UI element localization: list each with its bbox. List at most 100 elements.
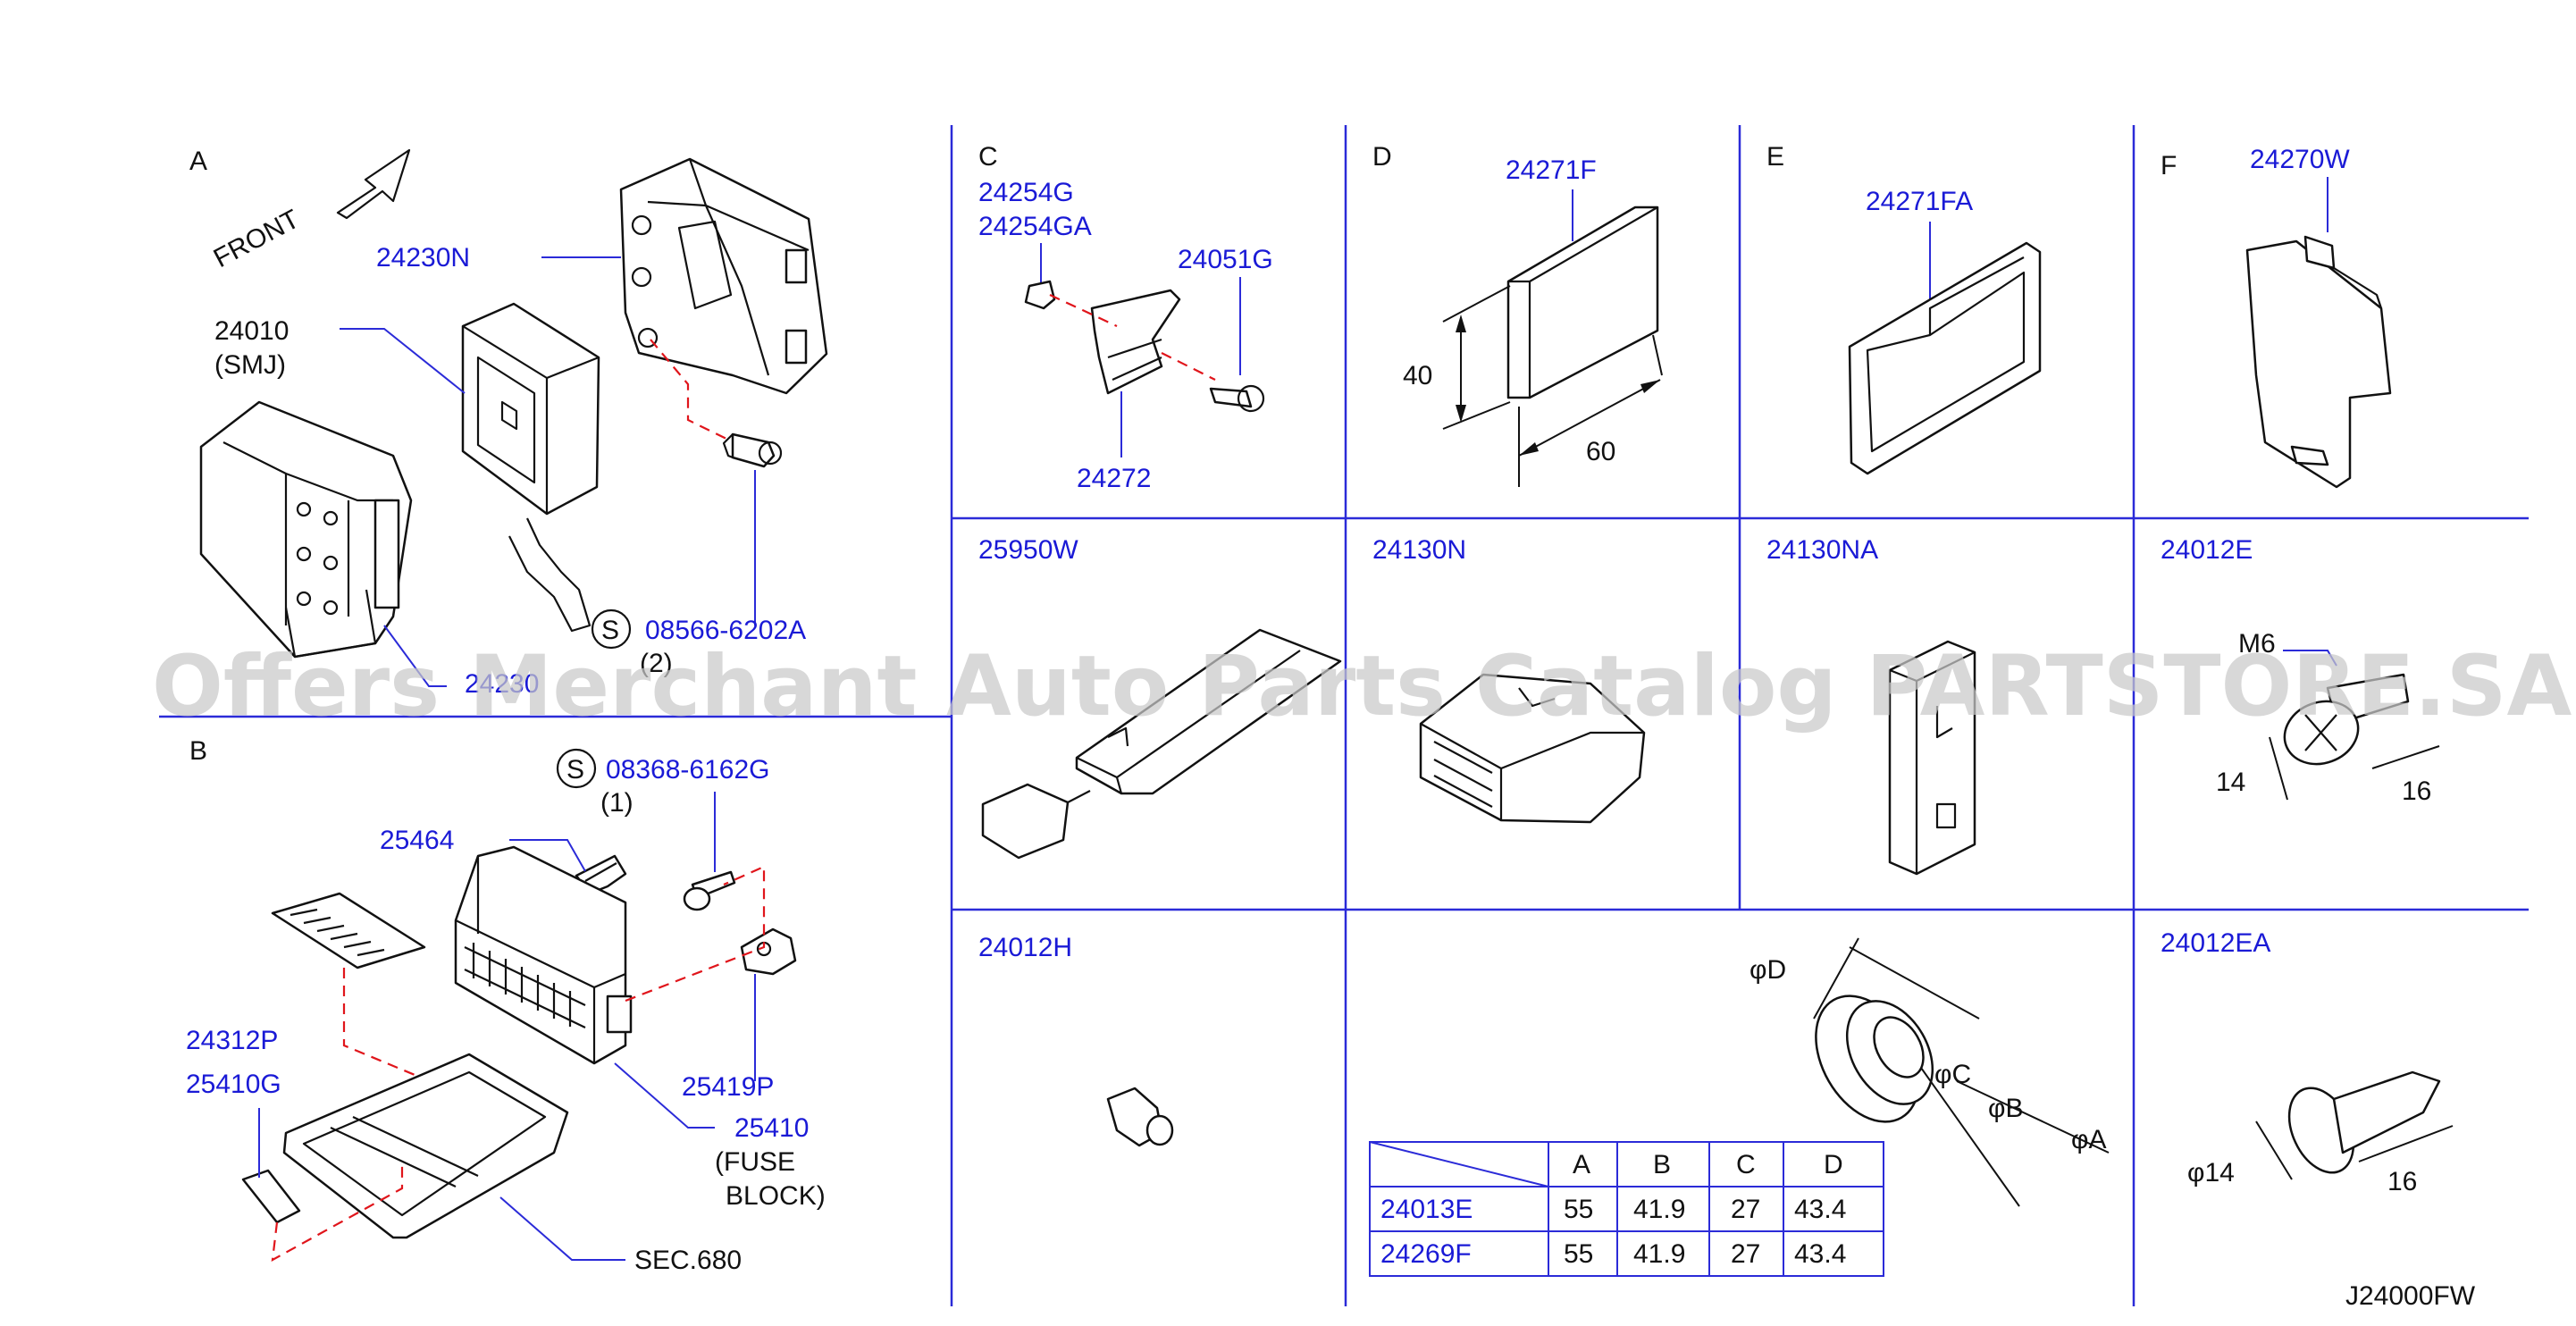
table-cell: 41.9 [1633, 1239, 1685, 1269]
phi-c-label: φC [1934, 1060, 1971, 1089]
label-24012e: 24012E [2161, 535, 2253, 565]
dim-14-label: 14 [2216, 768, 2245, 797]
s-mark-b-icon [556, 748, 597, 789]
label-25410g: 25410G [186, 1070, 281, 1099]
section-f: F 24270W [2161, 145, 2392, 489]
bolt-24051g [1209, 384, 1265, 413]
table-cell: 55 [1564, 1195, 1593, 1224]
phi14-label: φ14 [2187, 1158, 2235, 1188]
fuse-block-25410 [454, 845, 633, 1065]
label-smj: (SMJ) [214, 350, 286, 380]
phi-d-label: φD [1749, 955, 1786, 985]
section-c: C 24254G 24254GA 24051G 24272 [978, 142, 1273, 493]
phi-a-label: φA [2071, 1125, 2106, 1154]
relay-block-24312p [271, 892, 426, 969]
label-qty2: (2) [640, 649, 673, 678]
label-25419p: 25419P [682, 1072, 774, 1102]
watermark: Offers Merchant Auto Parts Catalog PARTS… [152, 638, 2572, 735]
label-24010: 24010 [214, 316, 289, 346]
label-24012h: 24012H [978, 933, 1072, 962]
dim16-label-ea: 16 [2387, 1167, 2417, 1196]
row3-grommet: φD φC φB φA [1749, 937, 2110, 1207]
bracket-assembly-a [199, 400, 413, 659]
table-cell: 27 [1731, 1195, 1760, 1224]
label-24230-partial: 24230 [465, 669, 539, 699]
label-24230n: 24230N [376, 243, 470, 273]
s-mark-icon [591, 608, 632, 650]
label-25464: 25464 [380, 826, 454, 855]
front-arrow-icon [336, 148, 411, 220]
table-cell: 43.4 [1794, 1195, 1846, 1224]
table-cell: 55 [1564, 1239, 1593, 1269]
grommet-24254g [1024, 280, 1056, 310]
label-24272: 24272 [1077, 464, 1151, 493]
section-a: A FRONT [189, 147, 828, 699]
table-row-part: 24269F [1380, 1239, 1472, 1269]
tray-sec680 [282, 1053, 569, 1239]
section-grid [159, 125, 2529, 1306]
screw-08368 [683, 870, 736, 911]
table-header-a: A [1573, 1150, 1590, 1179]
label-08368: 08368-6162G [606, 755, 770, 785]
label-qty1: (1) [600, 788, 634, 818]
phi-b-label: φB [1988, 1094, 2023, 1123]
label-24130n: 24130N [1372, 535, 1466, 565]
smj-24010 [461, 302, 600, 633]
table-cell: 43.4 [1794, 1239, 1846, 1269]
clip-25410g [241, 1169, 301, 1224]
table-header-b: B [1653, 1150, 1671, 1179]
label-24270w: 24270W [2250, 145, 2350, 174]
section-letter-d: D [1372, 142, 1392, 172]
row2-24130n: 24130N [1372, 535, 1646, 824]
label-24130na: 24130NA [1766, 535, 1878, 565]
section-b: B S 08368-6162G (1) 25464 25 [186, 736, 826, 1275]
row3-24012ea: 24012EA φ14 16 [2161, 928, 2454, 1196]
label-24254g: 24254G [978, 178, 1074, 207]
section-d: D 24271F 40 60 [1372, 142, 1663, 487]
cover-24270w [2245, 235, 2392, 489]
dim-60 [1518, 334, 1663, 487]
bolt-08566 [722, 432, 783, 468]
s-mark-a: S [601, 616, 619, 645]
row2-24012e: 24012E M6 14 16 [2161, 535, 2440, 806]
label-24051g: 24051G [1178, 245, 1273, 274]
label-m6: M6 [2238, 629, 2276, 659]
clip-24272 [1090, 289, 1181, 395]
bracket-24230n [619, 157, 828, 395]
label-25410: 25410 [734, 1113, 809, 1143]
pad-24271fa [1848, 241, 2042, 475]
dim-40 [1442, 285, 1511, 430]
label-08566: 08566-6202A [645, 616, 806, 645]
row2-24130na: 24130NA [1766, 535, 1976, 876]
grommet-table: A B C D 24013E 55 41.9 27 43.4 24269F 55… [1369, 1141, 1884, 1277]
label-24012ea: 24012EA [2161, 928, 2270, 958]
dim-16-label: 16 [2402, 776, 2431, 806]
label-25950w: 25950W [978, 535, 1078, 565]
diagram-id: J24000FW [2345, 1281, 2476, 1311]
section-letter-b: B [189, 736, 207, 766]
label-24271f: 24271F [1506, 155, 1597, 185]
row3-24012h: 24012H [978, 933, 1174, 1147]
label-24312p: 24312P [186, 1026, 278, 1055]
front-label: FRONT [209, 205, 305, 274]
label-24271fa: 24271FA [1866, 187, 1973, 216]
table-row-part: 24013E [1380, 1195, 1473, 1224]
dim-60-label: 60 [1586, 437, 1615, 466]
label-block: BLOCK) [726, 1181, 826, 1211]
section-letter-a: A [189, 147, 207, 176]
section-letter-c: C [978, 142, 998, 172]
label-fuse: (FUSE [715, 1147, 795, 1177]
table-cell: 27 [1731, 1239, 1760, 1269]
pad-24271f [1506, 206, 1659, 399]
label-24254ga: 24254GA [978, 212, 1092, 241]
section-letter-e: E [1766, 142, 1784, 172]
s-mark-b: S [566, 755, 584, 785]
section-letter-f: F [2161, 151, 2177, 180]
row2-25950w: 25950W [978, 535, 1342, 860]
section-e: E 24271FA [1766, 142, 2042, 475]
table-cell: 41.9 [1633, 1195, 1685, 1224]
label-sec680: SEC.680 [634, 1246, 742, 1275]
table-header-c: C [1736, 1150, 1756, 1179]
table-header-d: D [1824, 1150, 1843, 1179]
